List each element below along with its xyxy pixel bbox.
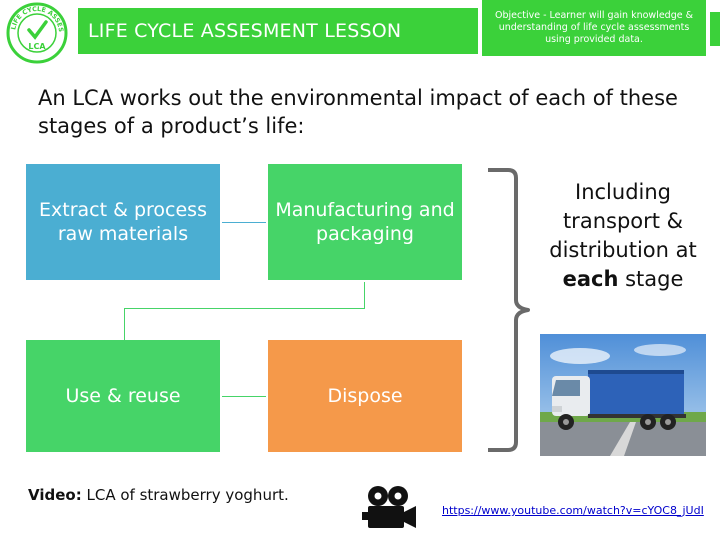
connector-elbow-into-use (124, 308, 125, 340)
lesson-title: LIFE CYCLE ASSESMENT LESSON (78, 8, 478, 54)
stage-use: Use & reuse (26, 340, 220, 452)
truck-image (540, 334, 706, 456)
connector-elbow-down (364, 282, 365, 308)
transport-note-line2: stage (625, 267, 684, 291)
intro-text: An LCA works out the environmental impac… (38, 86, 678, 138)
objective-text: Objective - Learner will gain knowledge … (482, 0, 706, 56)
connector-elbow-across (124, 308, 365, 309)
stage-use-label: Use & reuse (65, 385, 181, 407)
stage-extract-label: Extract & process raw materials (39, 199, 207, 245)
stage-dispose: Dispose (268, 340, 462, 452)
stage-extract: Extract & process raw materials (26, 164, 220, 280)
connector-use-dispose (222, 396, 266, 397)
stage-dispose-label: Dispose (327, 385, 403, 407)
transport-note-line1: Including transport & distribution at (549, 180, 697, 262)
connector-extract-manufacture (222, 222, 266, 223)
svg-text:LCA: LCA (28, 42, 46, 51)
stage-manufacture-label: Manufacturing and packaging (275, 199, 455, 245)
stage-manufacture: Manufacturing and packaging (268, 164, 462, 280)
video-camera-icon (362, 486, 416, 528)
video-link[interactable]: https://www.youtube.com/watch?v=cYOC8_jU… (442, 504, 704, 517)
transport-note-emphasis: each (562, 267, 619, 291)
video-label: Video: (28, 486, 82, 504)
decorative-bar (710, 12, 720, 46)
video-caption: Video: LCA of strawberry yoghurt. (28, 486, 289, 504)
video-title: LCA of strawberry yoghurt. (86, 486, 289, 504)
bracket-icon (488, 168, 530, 452)
lca-logo-icon: LIFE CYCLE ASSESSMENT LCA (6, 2, 68, 64)
transport-note: Including transport & distribution at ea… (540, 178, 706, 294)
